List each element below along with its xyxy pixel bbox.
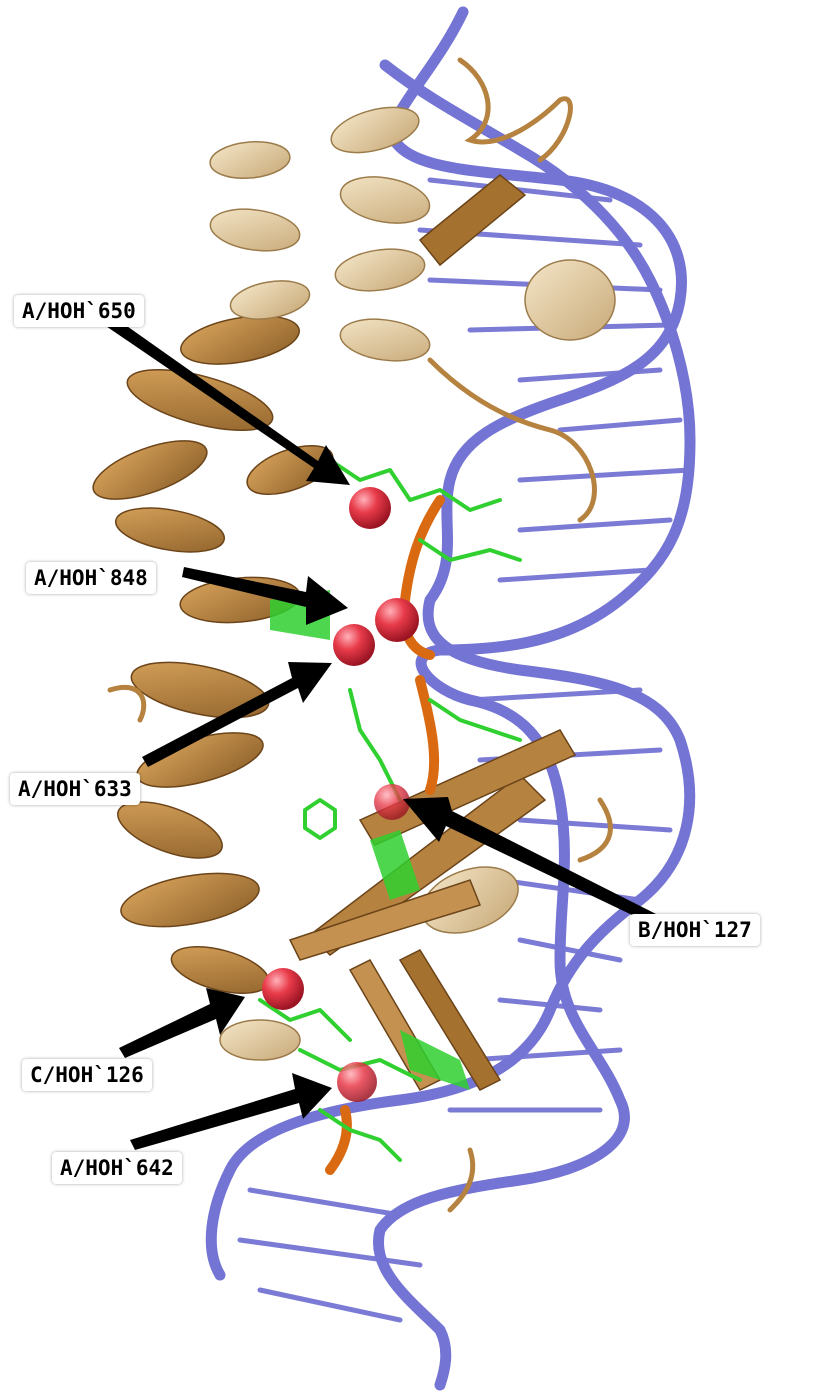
water-sphere-a650 [349,487,391,529]
water-sphere-a633 [333,624,375,666]
water-sphere-a642 [337,1062,377,1102]
pointer-arrows [100,312,660,1150]
dna-base-pairs [237,177,693,1323]
water-label-a848: A/HOH`848 [26,562,156,594]
water-label-a650: A/HOH`650 [14,295,144,327]
arrow-a650 [100,312,350,485]
ligand-sticks [258,458,522,1162]
arrow-a633 [142,662,332,767]
water-label-c126: C/HOH`126 [22,1059,152,1091]
water-label-a633: A/HOH`633 [10,773,140,805]
water-sphere-a848 [375,598,419,642]
protein-beta-sheets [288,174,577,1091]
protein-helices-light [209,106,616,1061]
dna-backbone [205,6,696,1391]
protein-loops [107,57,613,1213]
arrow-a848 [182,567,348,625]
arrow-a642 [130,1073,332,1150]
water-sphere-c126 [262,968,304,1010]
arrow-c126 [119,988,245,1058]
water-label-a642: A/HOH`642 [52,1152,182,1184]
water-label-b127: B/HOH`127 [630,914,760,946]
water-sphere-b127 [374,784,410,820]
arrow-b127 [403,797,660,925]
water-spheres [262,487,419,1102]
protein-helices-dark [92,315,334,995]
